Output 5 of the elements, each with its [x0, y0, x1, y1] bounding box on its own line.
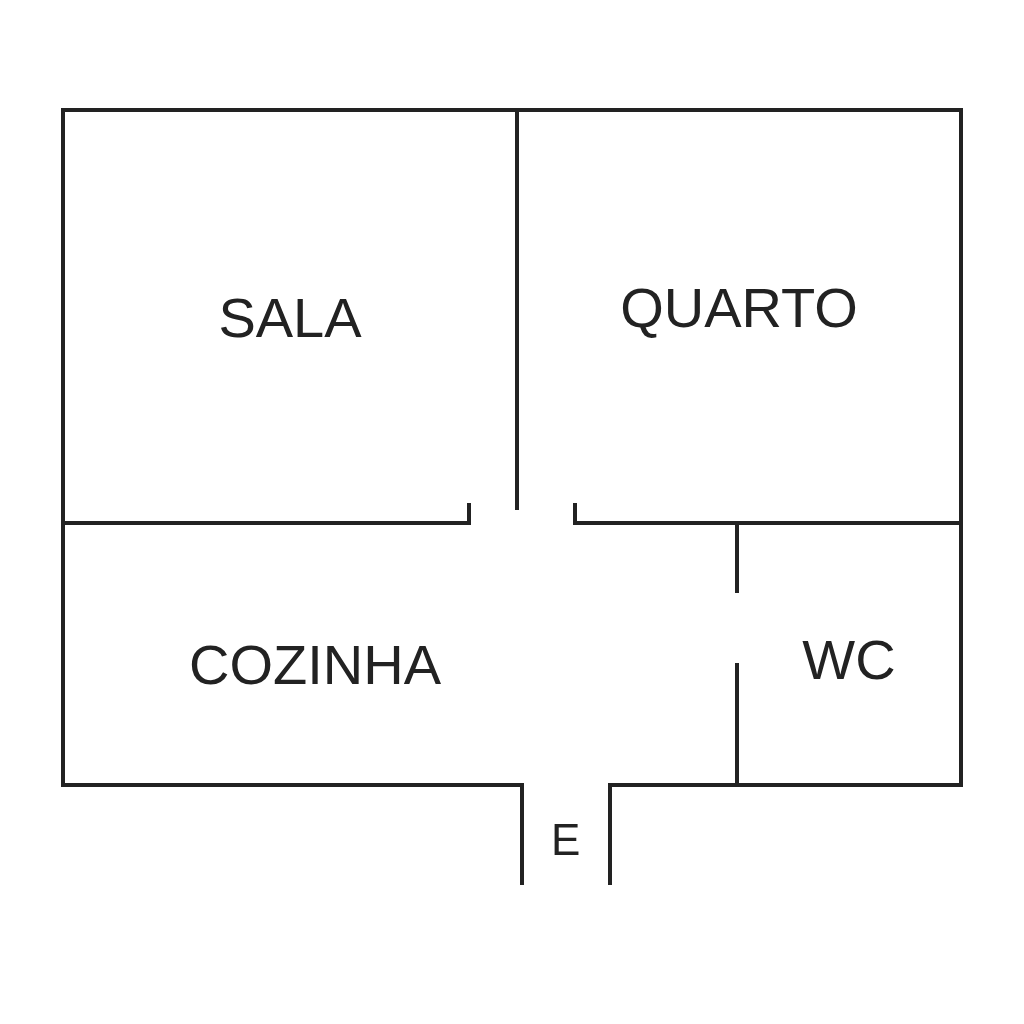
room-label: QUARTO: [620, 274, 858, 340]
room-label: SALA: [218, 284, 362, 350]
entrance-label: E: [551, 815, 581, 865]
room-label: WC: [802, 626, 896, 692]
room-label: COZINHA: [189, 631, 441, 697]
